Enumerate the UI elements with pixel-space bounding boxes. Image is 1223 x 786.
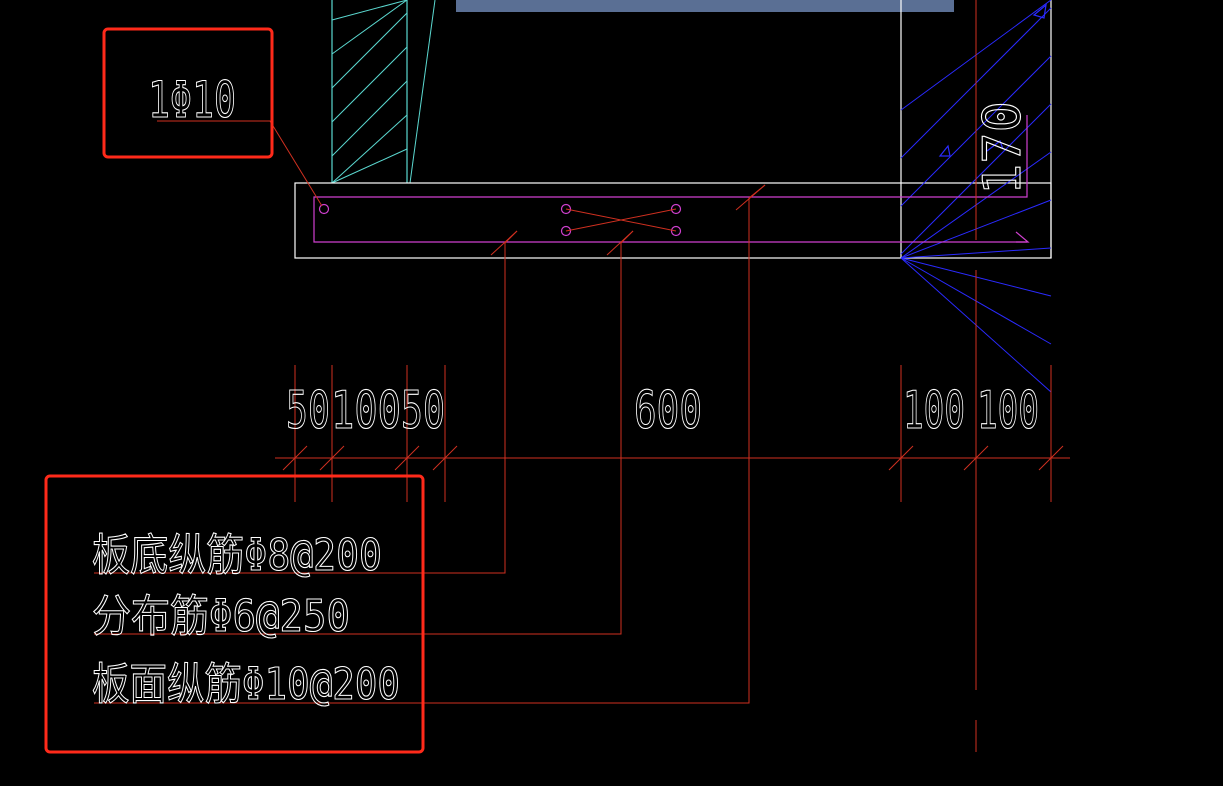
dimension-labels: 50 100 50 600 100 100 [285,380,1039,441]
slab-outline [294,0,1052,259]
rebar [313,115,1030,243]
wall-hatch-line [331,0,408,55]
wall-hatch-line [331,148,408,184]
wall-hatch-line [331,12,408,89]
callout-box-top [102,27,274,159]
top-toolbar-strip [456,0,954,12]
dim-50-left: 50 [286,381,330,441]
dim-100-right-a: 100 [903,381,965,441]
wall-thickness-label: 170 [973,101,1033,195]
wall-hatch-line [331,0,408,21]
top-bar-label: 1Φ10 [148,71,236,129]
dim-600: 600 [634,381,702,441]
note-top-rebar: 板面纵筋Φ10@200 [92,659,400,710]
note-bottom-rebar: 板底纵筋Φ8@200 [92,530,382,581]
dim-50-mid: 50 [401,381,445,441]
wall-hatch-line [331,80,408,157]
note-distribution-rebar: 分布筋Φ6@250 [92,591,350,642]
dimension-line [275,0,1070,752]
wall-section [331,0,436,184]
callout-box-notes [44,474,425,754]
section-marks [938,3,1047,157]
blue-hatch-line [900,247,1052,259]
wall-hatch-line [331,114,408,184]
wall-hatch-line [331,46,408,123]
dim-100-right-b: 100 [977,381,1039,441]
dim-100-left: 100 [331,381,401,441]
